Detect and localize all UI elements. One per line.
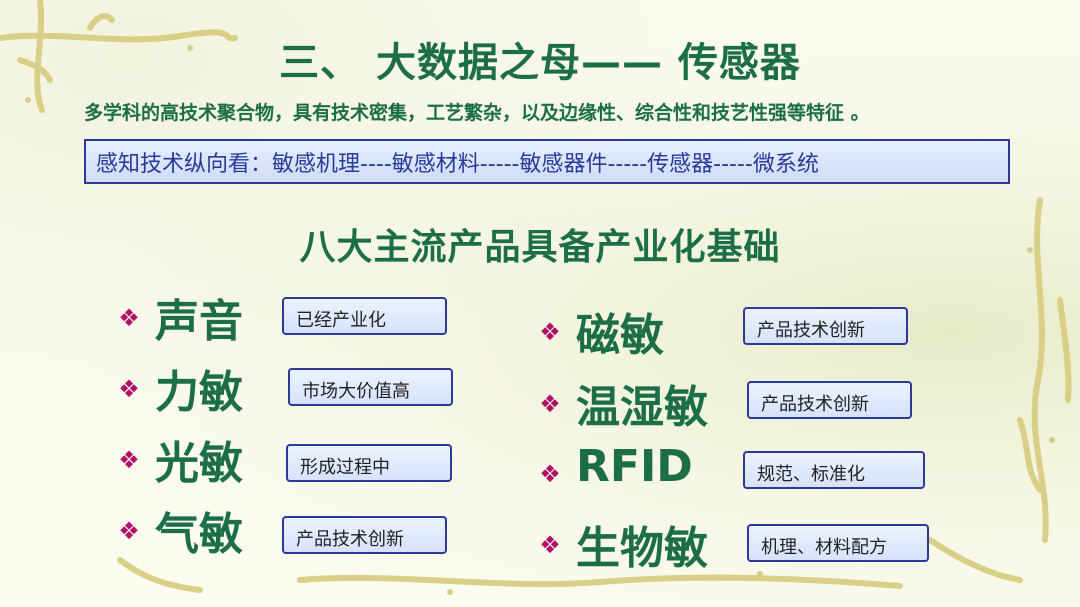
product-name: 生物敏: [576, 523, 708, 574]
product-status: 规范、标准化: [743, 451, 925, 489]
product-name: 磁敏: [576, 310, 664, 361]
section-heading: 八大主流产品具备产业化基础: [299, 227, 781, 268]
product-name: 温湿敏: [576, 382, 708, 433]
product-name: RFID: [576, 441, 693, 492]
product-status: 机理、材料配方: [747, 524, 929, 562]
diamond-cluster-icon: ❖: [118, 304, 140, 332]
product-status: 产品技术创新: [743, 307, 908, 345]
product-name: 力敏: [155, 367, 243, 418]
product-status: 产品技术创新: [747, 381, 912, 419]
product-status: 市场大价值高: [288, 368, 453, 406]
product-name: 声音: [155, 296, 243, 347]
product-status: 形成过程中: [286, 444, 452, 482]
diamond-cluster-icon: ❖: [118, 517, 140, 545]
product-name: 光敏: [155, 438, 243, 489]
slide-title: 三、 大数据之母—— 传感器: [279, 40, 801, 86]
sensing-chain-banner: 感知技术纵向看：敏感机理----敏感材料-----敏感器件-----传感器---…: [84, 139, 1010, 184]
diamond-cluster-icon: ❖: [118, 375, 140, 403]
diamond-cluster-icon: ❖: [118, 446, 140, 474]
diamond-cluster-icon: ❖: [539, 318, 561, 346]
slide-subtitle: 多学科的高技术聚合物，具有技术密集，工艺繁杂，以及边缘性、综合性和技艺性强等特征…: [84, 102, 870, 124]
product-status: 已经产业化: [282, 297, 447, 335]
diamond-cluster-icon: ❖: [539, 460, 561, 488]
diamond-cluster-icon: ❖: [539, 531, 561, 559]
diamond-cluster-icon: ❖: [539, 390, 561, 418]
product-status: 产品技术创新: [282, 516, 447, 554]
product-name: 气敏: [155, 509, 243, 560]
